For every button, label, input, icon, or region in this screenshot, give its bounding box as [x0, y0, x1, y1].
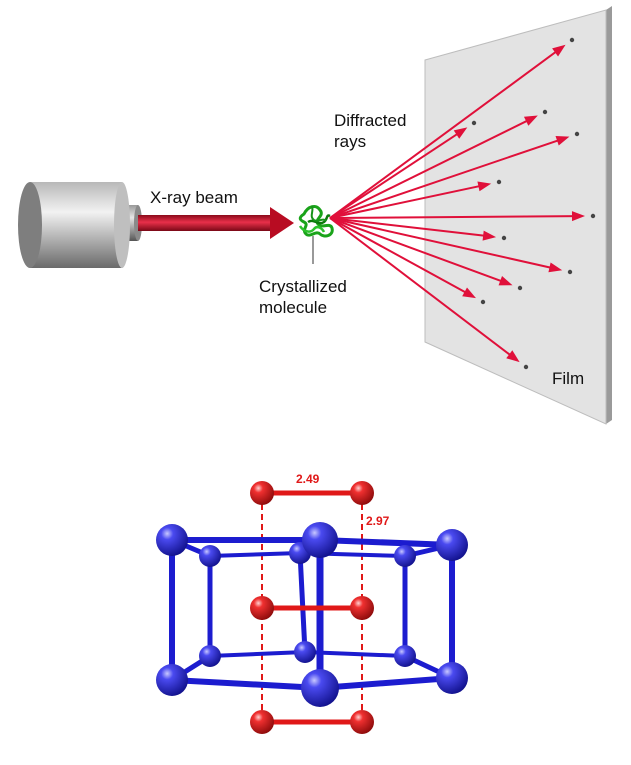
ray-arrowhead	[506, 350, 520, 363]
lattice-bond	[169, 677, 323, 691]
guest-atom	[350, 596, 374, 620]
guest-atom	[350, 710, 374, 734]
diffracted-ray	[329, 118, 532, 219]
host-atom	[199, 545, 221, 567]
film-label: Film	[552, 369, 584, 388]
diffraction-spot	[523, 364, 529, 370]
diffracted-ray	[329, 217, 489, 238]
diffracted-ray	[329, 215, 578, 219]
lattice-bond	[208, 551, 302, 558]
host-atom	[294, 641, 316, 663]
diffracted-ray	[329, 48, 560, 219]
ray-arrowhead	[548, 262, 563, 273]
lattice-bond	[297, 550, 308, 655]
guest-atom	[250, 481, 274, 505]
diffraction-spot	[480, 299, 486, 305]
xray-beam-arrow	[138, 207, 294, 239]
lattice-atoms	[156, 481, 468, 734]
diffraction-spot	[496, 179, 502, 185]
crystal-lattice-diagram: 2.49 2.97	[156, 472, 468, 734]
ray-arrowhead	[571, 211, 586, 222]
diffracted-rays-label-line1: Diffracted	[334, 111, 406, 130]
bond-length-label: 2.49	[296, 472, 320, 486]
ray-arrowhead	[482, 230, 497, 241]
diffracted-ray	[329, 217, 470, 296]
crystallized-molecule-label-line2: molecule	[259, 298, 327, 317]
diffraction-spot	[501, 235, 507, 241]
ray-arrowhead	[552, 44, 566, 57]
guest-atom	[250, 710, 274, 734]
lattice-bonds	[169, 490, 455, 725]
diffracted-ray	[329, 130, 462, 219]
xray-diagram: X-ray beam Diffracted rays Crystallized …	[18, 6, 612, 425]
host-atom	[436, 529, 468, 561]
diffraction-spot	[542, 109, 548, 115]
diffracted-ray	[329, 217, 555, 270]
diffraction-spot	[590, 213, 596, 219]
ray-arrowhead	[477, 181, 492, 192]
ray-arrowhead	[523, 115, 538, 126]
crystallized-molecule-label-line1: Crystallized	[259, 277, 347, 296]
diffracted-ray	[329, 138, 563, 219]
guest-atom	[250, 596, 274, 620]
ray-arrowhead	[462, 287, 476, 299]
lattice-bond	[208, 650, 307, 658]
diffraction-spot	[517, 285, 523, 291]
host-atom	[394, 545, 416, 567]
lattice-bond	[317, 675, 455, 691]
ray-arrowhead	[453, 127, 468, 139]
diffraction-spot	[471, 120, 477, 126]
diffracted-ray	[329, 217, 514, 359]
host-atom	[394, 645, 416, 667]
crystallized-molecule-icon	[298, 205, 334, 238]
diffracted-rays	[329, 37, 596, 370]
host-atom	[301, 669, 339, 707]
host-atom	[156, 664, 188, 696]
diffracted-ray	[329, 217, 506, 284]
host-atom	[436, 662, 468, 694]
xray-beam-label: X-ray beam	[150, 188, 238, 207]
host-atom	[156, 524, 188, 556]
diffraction-spot	[569, 37, 575, 43]
diffraction-spot	[567, 269, 573, 275]
host-atom	[302, 522, 338, 558]
diffraction-spot	[574, 131, 580, 137]
ray-arrowhead	[555, 136, 570, 146]
diffracted-rays-label-line2: rays	[334, 132, 366, 151]
guest-atom	[350, 481, 374, 505]
host-atom	[199, 645, 221, 667]
lattice-bond	[317, 537, 455, 548]
ray-arrowhead	[498, 276, 513, 286]
diffracted-ray	[329, 184, 484, 219]
xray-source	[18, 182, 142, 268]
interlayer-distance-label: 2.97	[366, 514, 390, 528]
